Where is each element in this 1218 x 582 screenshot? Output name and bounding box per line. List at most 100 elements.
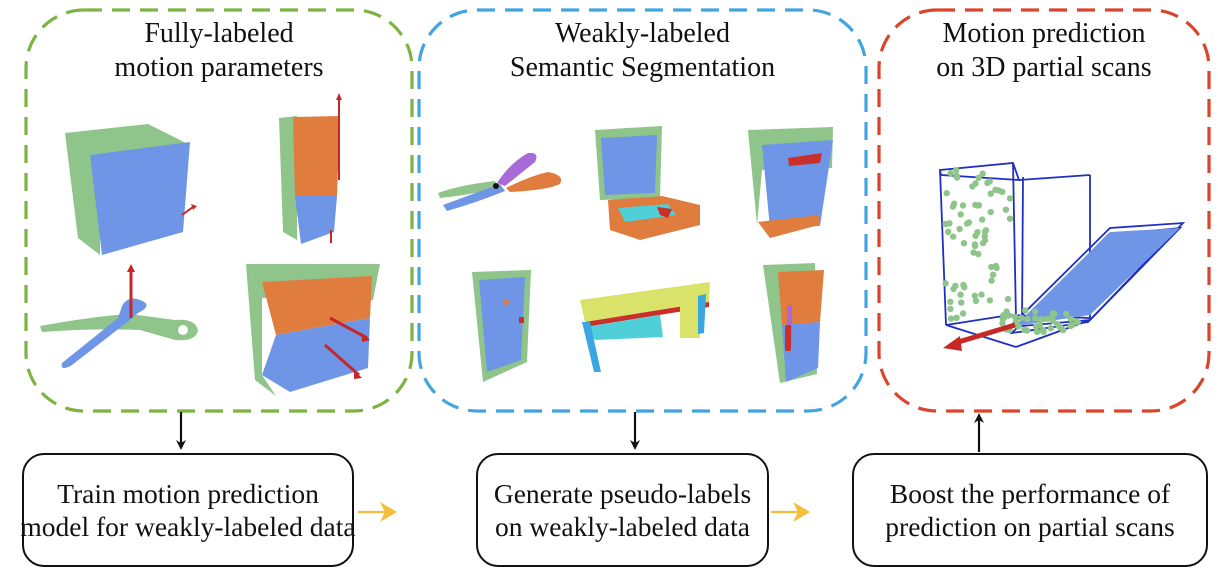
scan-point <box>1011 313 1019 320</box>
scan-point <box>971 241 978 248</box>
scan-point <box>963 220 971 227</box>
step-box-boost: Boost the performance of prediction on p… <box>852 453 1208 567</box>
point-cloud-desk <box>580 282 710 372</box>
scan-point <box>942 280 949 287</box>
panel-title-weakly-labeled-line1: Weakly-labeled <box>555 18 730 49</box>
scan-point <box>956 225 963 233</box>
scan-point <box>979 216 986 223</box>
scan-point <box>959 310 967 317</box>
panel-weakly-labeled-border <box>417 8 868 413</box>
scan-point <box>979 170 986 177</box>
scan-point <box>1044 315 1052 322</box>
scan-point <box>984 179 991 187</box>
fully-labeled-objects <box>40 93 380 396</box>
point-cloud-refrigerator <box>279 93 342 244</box>
scan-point <box>947 305 954 313</box>
scan-point <box>992 262 999 270</box>
scan-point <box>981 237 989 244</box>
scan-point <box>1004 295 1012 303</box>
scan-point <box>1021 326 1028 334</box>
panel-title-partial-scans: Motion prediction on 3D partial scans <box>879 17 1209 85</box>
scan-point <box>975 174 982 181</box>
scan-point <box>1003 308 1010 315</box>
scan-point <box>971 292 978 299</box>
scan-point <box>950 233 957 240</box>
partial-scan-object <box>938 162 1186 351</box>
scan-point <box>1063 310 1070 318</box>
scan-point <box>947 298 954 305</box>
panel-title-weakly-labeled: Weakly-labeled Semantic Segmentation <box>419 17 866 85</box>
scan-point <box>943 190 950 197</box>
scan-point <box>989 271 997 278</box>
panel-fully-labeled-border <box>24 8 414 413</box>
point-cloud-scissors-segmented <box>438 152 562 211</box>
scan-point <box>1006 195 1014 202</box>
scan-point <box>953 172 960 179</box>
step-generate-line2: on weakly-labeled data <box>494 511 750 542</box>
point-cloud-storage-box <box>65 124 197 255</box>
scan-point <box>1073 318 1081 325</box>
scan-point <box>972 297 980 304</box>
step-boost-line1: Boost the performance of <box>889 478 1171 509</box>
scan-point <box>1067 315 1075 323</box>
scan-point <box>1047 325 1055 332</box>
scan-point <box>987 208 994 216</box>
scan-point <box>957 291 964 298</box>
scan-point <box>1018 314 1025 322</box>
panel-partial-scans-border <box>877 8 1211 413</box>
point-cloud-laptop <box>595 126 700 240</box>
scan-point <box>1015 323 1022 330</box>
point-cloud-refrigerator-segmented <box>763 263 824 383</box>
scan-point <box>953 166 960 174</box>
point-cloud-door <box>472 270 531 382</box>
scan-point <box>1032 308 1039 315</box>
scan-point <box>973 202 981 209</box>
scan-point <box>999 315 1006 322</box>
scan-point <box>999 320 1006 327</box>
step-box-generate: Generate pseudo-labels on weakly-labeled… <box>476 453 769 567</box>
panel-title-fully-labeled: Fully-labeled motion parameters <box>26 17 412 85</box>
panel-title-partial-scans-line2: on 3D partial scans <box>936 52 1152 83</box>
scan-point <box>970 249 977 256</box>
scan-point <box>987 190 994 197</box>
scan-point <box>1037 316 1044 323</box>
panel-title-partial-scans-line1: Motion prediction <box>942 18 1146 49</box>
scan-point <box>1002 206 1010 213</box>
step-boost-line2: prediction on partial scans <box>885 511 1175 542</box>
scan-point <box>1051 310 1058 317</box>
scan-point <box>974 229 981 236</box>
scan-point <box>1006 215 1014 222</box>
weakly-labeled-objects <box>438 126 833 383</box>
scan-point <box>995 187 1002 194</box>
scan-point <box>1034 328 1041 335</box>
scan-point <box>953 314 960 321</box>
scan-point <box>1040 328 1047 335</box>
scan-point <box>969 183 976 190</box>
scan-point <box>959 202 967 209</box>
point-cloud-cabinet-drawers <box>246 264 380 396</box>
scan-point <box>957 211 964 218</box>
scan-point <box>1021 307 1029 314</box>
scan-point <box>1036 322 1044 329</box>
scan-point <box>947 170 954 177</box>
scan-point <box>951 200 958 207</box>
step-train-line1: Train motion prediction <box>57 478 319 509</box>
step-box-train: Train motion prediction model for weakly… <box>20 453 356 567</box>
scan-point <box>960 281 967 289</box>
point-cloud-scissors <box>40 264 198 369</box>
arrow-generate-to-boost <box>771 502 810 522</box>
panel-title-fully-labeled-line2: motion parameters <box>114 52 324 83</box>
step-generate-line1: Generate pseudo-labels <box>493 478 752 509</box>
scan-point <box>946 220 953 227</box>
scan-point <box>988 277 995 284</box>
panel-title-fully-labeled-line1: Fully-labeled <box>144 18 294 49</box>
scan-point <box>1056 324 1064 331</box>
scan-point <box>960 240 968 247</box>
scan-point <box>945 228 952 235</box>
scan-point <box>982 227 990 234</box>
scan-point <box>1032 315 1039 322</box>
scan-point <box>986 297 994 304</box>
arrow-train-to-generate <box>358 502 397 522</box>
scan-point <box>950 285 957 293</box>
